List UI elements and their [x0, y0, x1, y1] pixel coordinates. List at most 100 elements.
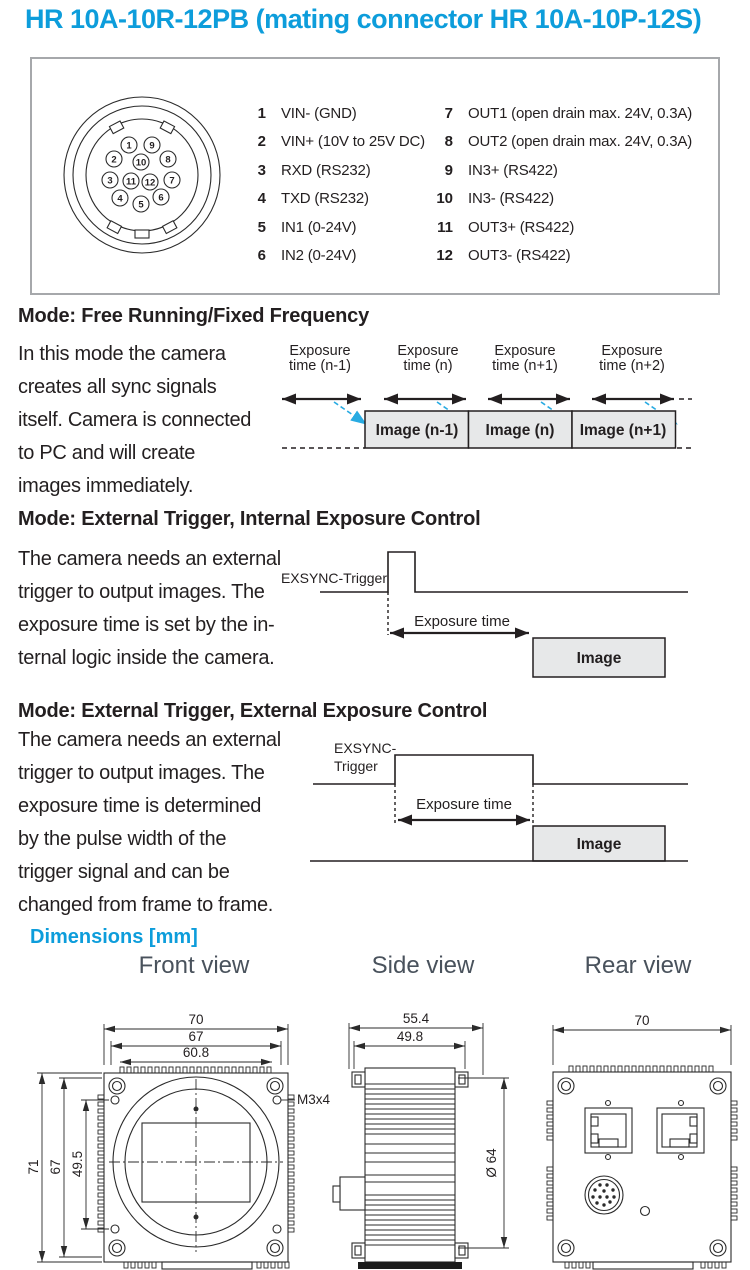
heatsink-fins-right: [730, 1100, 738, 1141]
mode-heading-free-running: Mode: Free Running/Fixed Frequency: [18, 305, 370, 327]
exposure-label: Exposure: [601, 343, 662, 359]
trigger-waveform: [313, 754, 688, 785]
screw-boss-slot: [354, 1245, 362, 1256]
pin-circle: [163, 171, 181, 189]
key-notch: [106, 220, 123, 235]
pin-number: 1: [126, 140, 132, 151]
screw-boss: [454, 1071, 469, 1088]
side-view-drawing: 55.4 49.8 Ø 64: [332, 1011, 509, 1269]
hr10-connector-outer: [584, 1175, 624, 1215]
corner-screw: [266, 1239, 284, 1257]
pin-desc: OUT2 (open drain max. 24V, 0.3A): [468, 133, 692, 151]
body-line: The camera needs an external: [18, 729, 281, 751]
body-line: itself. Camera is connected: [18, 409, 252, 431]
mode-body-free-running: In this mode the camera creates all sync…: [18, 338, 251, 503]
key-notch: [161, 220, 178, 235]
corner-screw-inner: [560, 1242, 572, 1254]
pin-desc: VIN- (GND): [281, 104, 357, 122]
tripod-base-bar: [358, 1262, 462, 1269]
pin-circle: [101, 171, 119, 189]
thread-label: M3x4: [297, 1092, 331, 1107]
image-label: Image: [577, 836, 622, 853]
body-line: exposure time is set by the in-: [18, 614, 275, 636]
connector-face-diagram: 1 9 2 10 8 3 11 12 7 4 6 5: [63, 96, 221, 254]
rj45-clip-notch: [669, 1138, 690, 1148]
pin-circle: [111, 189, 129, 207]
pin-desc: OUT3- (RS422): [468, 247, 571, 265]
mode-body-external-exposure: The camera needs an external trigger to …: [18, 724, 281, 922]
dim-front-height-49-5: 49.5: [70, 1151, 85, 1177]
heatsink-fins-top: [568, 1065, 714, 1073]
rj45-tab: [590, 1133, 599, 1144]
heatsink-fins-top: [119, 1066, 272, 1074]
pin-num: 4: [257, 190, 266, 208]
connector-mid-ring: [72, 105, 212, 245]
key-notch: [159, 120, 176, 135]
base-plate: [161, 1261, 253, 1270]
rj45-clip-notch: [598, 1138, 619, 1148]
heatsink-fins-bottom: [564, 1261, 591, 1269]
pin-number: 7: [169, 175, 174, 186]
screw-boss-slot: [458, 1245, 466, 1256]
front-view-drawing: M3x4 70 67 60.8 71 67 49.5: [26, 1012, 331, 1270]
connector-pins: 1 9 2 10 8 3 11 12 7 4 6 5: [101, 136, 181, 213]
rj45-port-left: [584, 1107, 633, 1154]
m3-hole: [110, 1224, 120, 1234]
image-box: [364, 410, 470, 449]
pin-num: 3: [257, 161, 266, 179]
corner-screw-inner: [712, 1080, 724, 1092]
camera-body-side: [364, 1067, 456, 1263]
pin-num: 6: [257, 247, 266, 265]
front-view-label: Front view: [138, 952, 250, 979]
pin-num: 5: [257, 218, 266, 236]
screw-boss-slot: [458, 1074, 466, 1085]
m3-hole: [110, 1095, 120, 1105]
port-screw-hole: [677, 1099, 685, 1107]
pin-desc: IN3+ (RS422): [468, 161, 558, 179]
exposure-label: Exposure: [289, 343, 350, 359]
screw-boss: [351, 1242, 366, 1259]
image-label: Image (n-1): [376, 422, 459, 439]
side-fins: [365, 1194, 455, 1246]
corner-screw-inner: [560, 1080, 572, 1092]
pin-desc: IN3- (RS422): [468, 190, 554, 208]
rj45-tab: [689, 1116, 698, 1127]
free-running-timing-diagram: Exposure time (n-1) Exposure time (n) Ex…: [282, 343, 692, 449]
pin-row: 4 TXD (RS232): [230, 185, 425, 214]
corner-screw: [266, 1077, 284, 1095]
pin-number: 10: [136, 157, 147, 168]
heatsink-fins-left: [546, 1100, 554, 1141]
dim-front-height-71: 71: [26, 1159, 41, 1174]
connector-key-ring: [85, 118, 199, 232]
body-line: creates all sync signals: [18, 376, 217, 398]
body-line: The camera needs an external: [18, 548, 281, 570]
exposure-label: time (n+2): [599, 358, 665, 374]
key-notch: [108, 120, 125, 135]
pin-number: 5: [138, 199, 144, 210]
body-line: trigger signal and can be: [18, 861, 230, 883]
dim-front-width-60-8: 60.8: [183, 1045, 209, 1060]
dim-side-diameter-64: Ø 64: [484, 1148, 499, 1178]
pin-circle: [132, 195, 150, 213]
image-box: [467, 410, 573, 449]
pin-num: 7: [444, 104, 453, 122]
pin-number: 8: [165, 154, 170, 165]
exsync-trigger-label: EXSYNC-Trigger: [281, 570, 387, 586]
image-label: Image: [577, 650, 622, 667]
port-screw-hole: [604, 1099, 612, 1107]
pin-desc: TXD (RS232): [281, 190, 369, 208]
exposure-label: Exposure: [397, 343, 458, 359]
pin-number: 12: [145, 177, 156, 188]
port-screw-hole: [604, 1153, 612, 1161]
